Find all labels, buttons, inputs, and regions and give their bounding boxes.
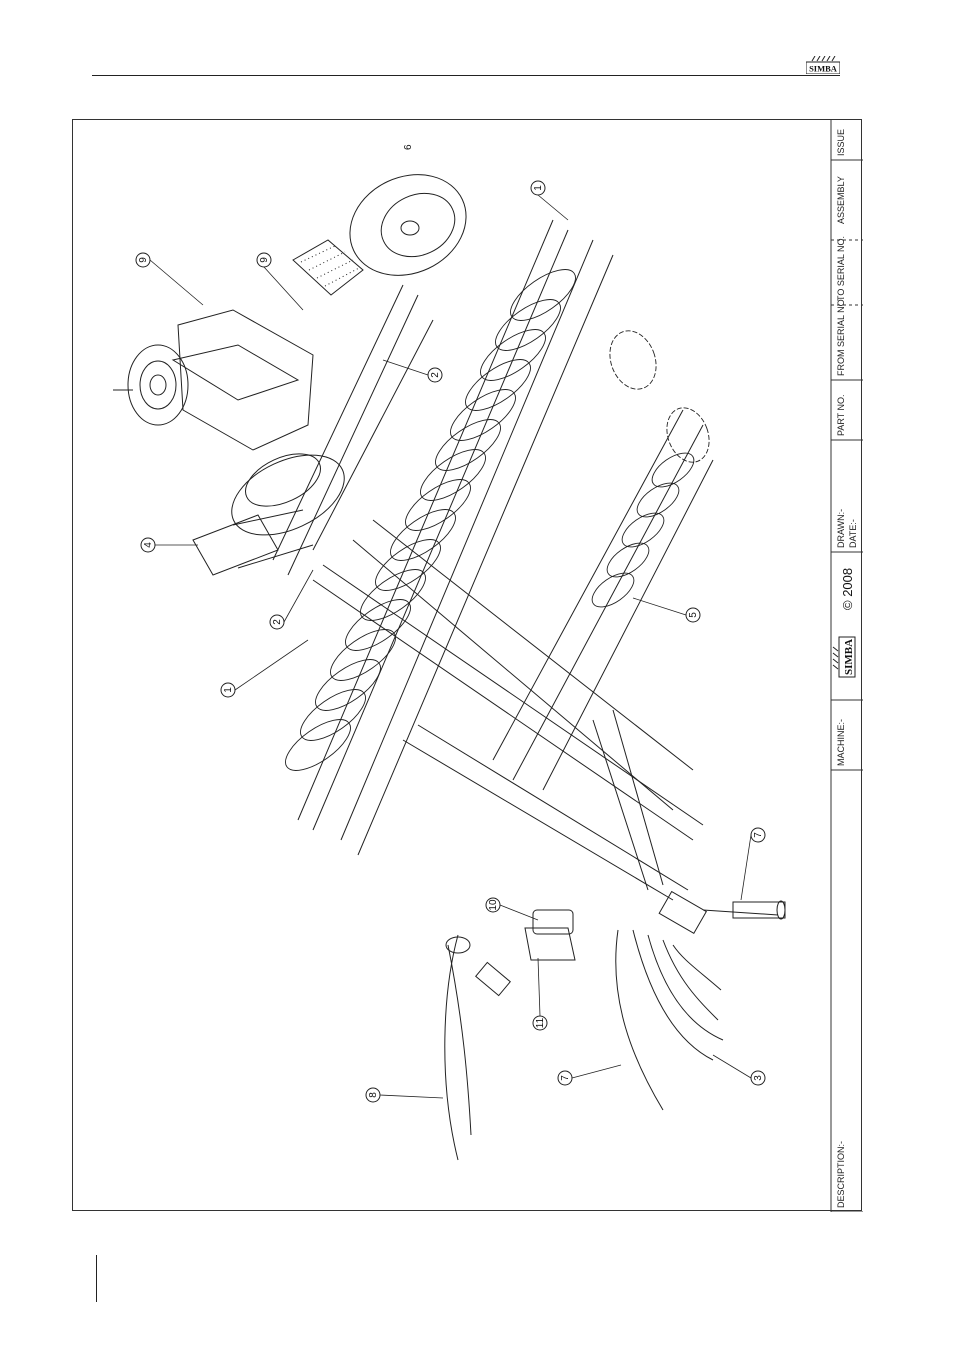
callout-8: 8 (368, 1092, 379, 1098)
simba-logo-titleblock: SIMBA (833, 637, 855, 677)
callout-10: 10 (488, 899, 499, 911)
from-serial-label: FROM SERIAL NO. (836, 297, 846, 376)
callout-7: 7 (753, 832, 764, 838)
callout-1: 1 (533, 185, 544, 191)
callout-1-b: 1 (223, 687, 234, 693)
header-logo-text: SIMBA (809, 64, 838, 74)
drawing-frame: DESCRIPTION:- MACHINE:- DRAWN:- DATE:- P… (72, 119, 862, 1211)
leader-lines (150, 195, 751, 1098)
description-label: DESCRIPTION:- (836, 1141, 846, 1208)
callout-2: 2 (430, 372, 441, 378)
callout-2-b: 2 (272, 619, 283, 625)
assembly-drawing: DESCRIPTION:- MACHINE:- DRAWN:- DATE:- P… (73, 120, 863, 1212)
callout-11: 11 (535, 1017, 546, 1028)
footer-rule (96, 1255, 97, 1302)
callout-7-b: 7 (560, 1075, 571, 1081)
to-serial-label: TO SERIAL NO. (836, 236, 846, 301)
copyright-text: © 2008 (840, 568, 855, 610)
callout-4: 4 (143, 542, 154, 548)
date-label: DATE:- (848, 519, 858, 548)
simba-logo-header: SIMBA (806, 56, 840, 74)
callout-3: 3 (753, 1075, 764, 1081)
part-no-label: PART NO. (836, 394, 846, 436)
callout-9-b: 9 (138, 257, 149, 263)
drawn-label: DRAWN:- (836, 509, 846, 548)
callout-9-a: 9 (259, 257, 270, 263)
issue-label: ISSUE (836, 129, 846, 156)
machine-label: MACHINE:- (836, 719, 846, 766)
machine-illustration (113, 156, 785, 1160)
titleblock-logo-text: SIMBA (843, 639, 855, 675)
callouts (136, 181, 765, 1102)
callout-6: 6 (403, 144, 414, 150)
callout-5: 5 (688, 612, 699, 618)
assembly-label: ASSEMBLY (836, 176, 846, 224)
header-rule (92, 75, 840, 76)
